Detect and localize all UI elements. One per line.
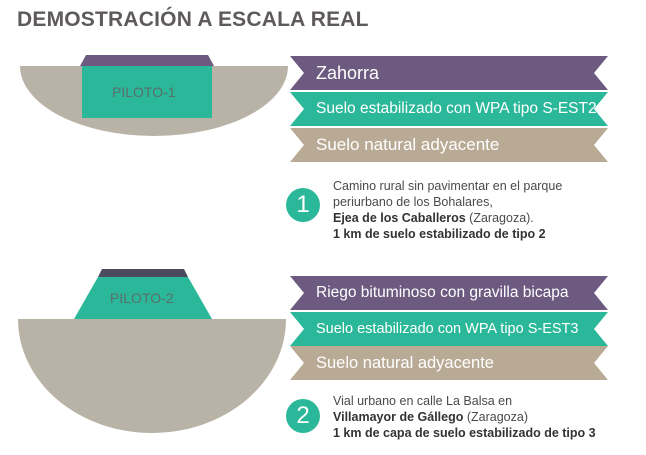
desc-place: Ejea de los Caballeros (Zaragoza). [333,210,562,226]
desc-line: Camino rural sin pavimentar en el parque [333,179,563,193]
desc-place-bold: Villamayor de Gállego [333,410,464,424]
layer-ribbon-zahorra: Zahorra [290,56,608,90]
layer-label: Zahorra [316,62,380,83]
stabilized-layer-2 [74,277,212,319]
desc-summary: 1 km de suelo estabilizado de tipo 2 [333,227,546,241]
stabilized-layer-1 [82,66,212,118]
desc-line: Vial urbano en calle La Balsa en [333,394,513,408]
layer-label: Suelo natural adyacente [316,135,500,154]
number-badge-1: 1 [286,188,320,222]
desc-place-bold: Ejea de los Caballeros [333,211,466,225]
description-1: Camino rural sin pavimentar en el parque… [333,178,562,242]
page-title: DEMOSTRACIÓN A ESCALA REAL [17,8,369,31]
layer-ribbon-natural-2: Suelo natural adyacente [290,346,608,380]
desc-summary: 1 km de capa de suelo estabilizado de ti… [333,426,596,440]
layer-ribbon-natural-1: Suelo natural adyacente [290,128,608,162]
number-badge-2: 2 [286,399,320,433]
pilot-label-2: PILOTO-2 [110,290,174,306]
desc-place-rest: (Zaragoza). [465,211,534,225]
layer-ribbon-stabilized-est3: Suelo estabilizado con WPA tipo S-EST3 [290,312,608,346]
top-layer-2 [98,269,188,277]
top-layer-1 [80,55,214,66]
layer-label: Suelo estabilizado con WPA tipo S-EST3 [316,321,579,337]
layer-label: Riego bituminoso con gravilla bicapa [316,284,569,301]
layer-label: Suelo estabilizado con WPA tipo S-EST2 [316,100,597,117]
desc-place: Villamayor de Gállego (Zaragoza) [333,409,596,425]
desc-line: periurbano de los Bohalares, [333,195,493,209]
description-2: Vial urbano en calle La Balsa en Villama… [333,393,596,441]
layer-label: Suelo natural adyacente [316,353,494,372]
layer-ribbon-stabilized-est2: Suelo estabilizado con WPA tipo S-EST2 [290,92,608,126]
pilot-label-1: PILOTO-1 [112,84,176,100]
desc-place-rest: (Zaragoza) [463,410,528,424]
layer-ribbon-riego: Riego bituminoso con gravilla bicapa [290,276,608,310]
ground-2 [18,319,286,433]
